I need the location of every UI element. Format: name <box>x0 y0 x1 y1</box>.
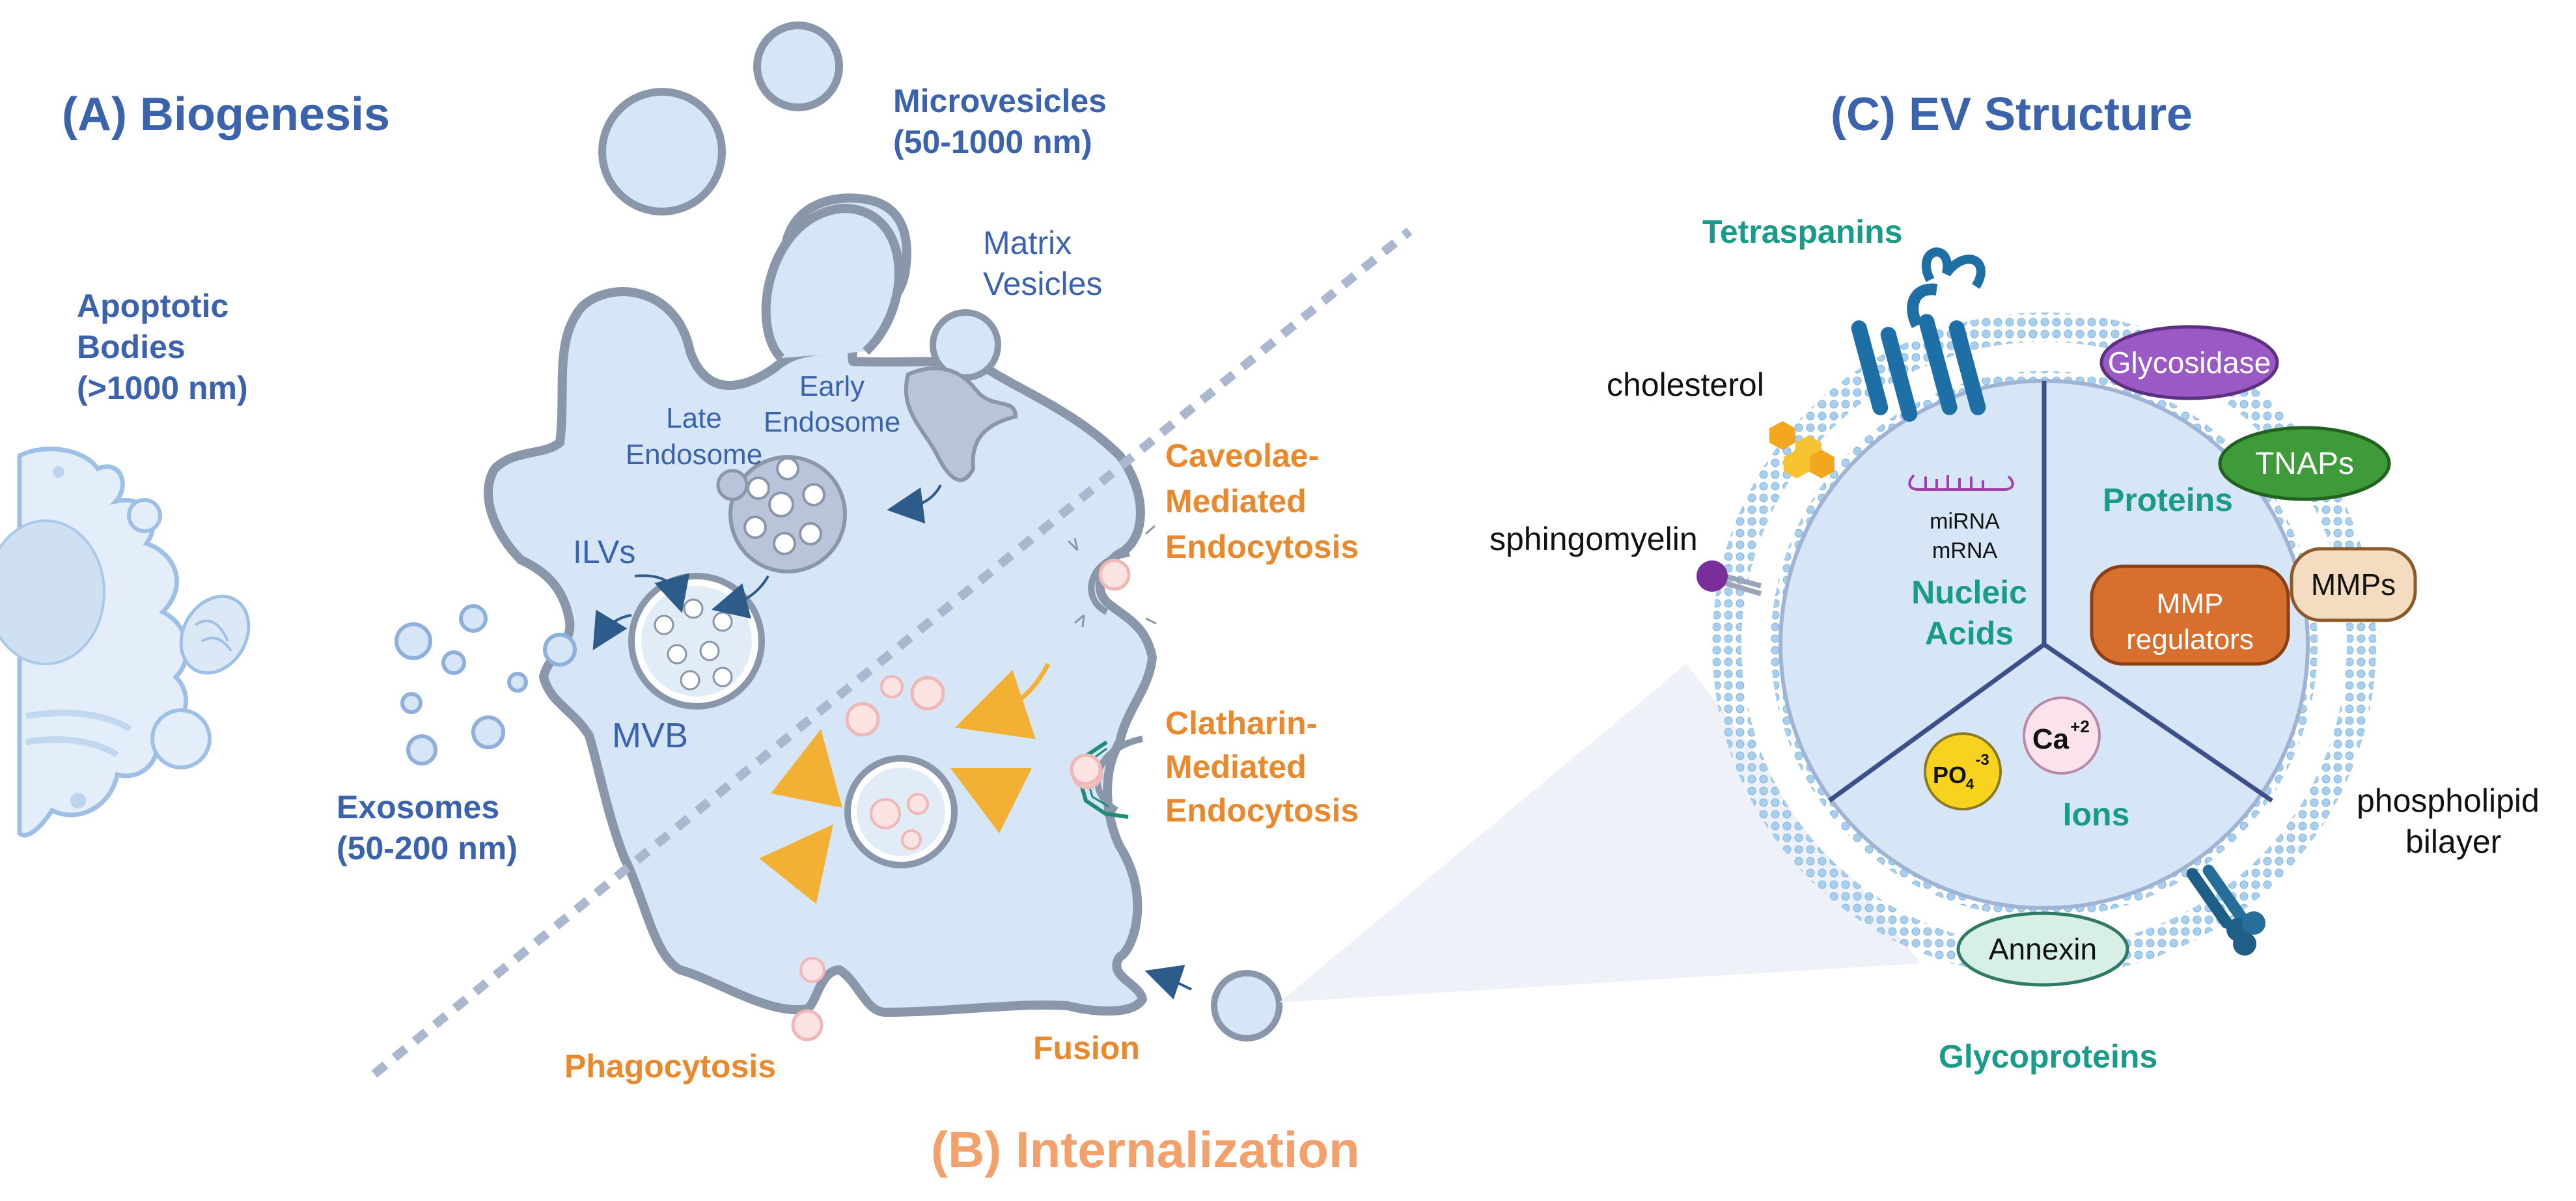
svg-text:4: 4 <box>1966 776 1974 792</box>
golgi-structure <box>904 366 1018 482</box>
svg-text:Late: Late <box>666 402 722 434</box>
tnaps-pill: TNAPs <box>2218 426 2391 501</box>
annexin-pill: Annexin <box>1956 911 2129 987</box>
microvesicles-label: Microvesicles (50-1000 nm) <box>893 83 1107 160</box>
svg-text:Early: Early <box>799 370 865 402</box>
rna-strand <box>1908 474 2014 491</box>
svg-text:Caveolae-: Caveolae- <box>1165 437 1319 474</box>
matrix-vesicles-label: Matrix Vesicles <box>983 225 1102 302</box>
svg-text:+2: +2 <box>2070 717 2090 736</box>
svg-text:Clatharin-: Clatharin- <box>1165 705 1317 741</box>
sphingomyelin-label: sphingomyelin <box>1489 521 1698 557</box>
transmembrane-protein <box>2186 864 2265 956</box>
structure-title: (C) EV Structure <box>1831 89 2193 141</box>
microvesicle-large <box>598 88 726 215</box>
svg-text:Mediated: Mediated <box>1165 483 1307 519</box>
caveolae-vesicle <box>1067 525 1157 628</box>
sphingomyelin-molecule <box>1697 560 1762 596</box>
svg-text:bilayer: bilayer <box>2405 823 2501 860</box>
svg-text:Bodies: Bodies <box>77 329 186 365</box>
svg-text:Vesicles: Vesicles <box>983 266 1102 302</box>
ions-label: Ions <box>2063 796 2130 833</box>
proteins-label: Proteins <box>2103 482 2233 518</box>
svg-text:TNAPs: TNAPs <box>2255 447 2354 481</box>
exosomes <box>395 604 577 766</box>
cholesterol-label: cholesterol <box>1607 366 1764 403</box>
caveolae-label: Caveolae- Mediated Endocytosis <box>1165 437 1359 565</box>
svg-text:Endosome: Endosome <box>764 406 900 438</box>
svg-text:phospholipid: phospholipid <box>2357 782 2540 819</box>
late-endosome-label: Late Endosome <box>626 402 762 471</box>
svg-text:miRNA: miRNA <box>1930 509 2000 534</box>
apoptotic-bodies-label: Apoptotic Bodies (>1000 nm) <box>77 288 248 406</box>
ev-vesicle <box>1712 312 2376 976</box>
svg-text:Mediated: Mediated <box>1165 749 1307 785</box>
apoptotic-cell <box>0 447 251 838</box>
svg-text:(50-1000 nm): (50-1000 nm) <box>893 124 1092 160</box>
phagocytosis-label: Phagocytosis <box>564 1048 776 1084</box>
glycosidase-pill: Glycosidase <box>2099 325 2279 400</box>
svg-text:Nucleic: Nucleic <box>1911 574 2027 611</box>
svg-text:Acids: Acids <box>1925 615 2014 652</box>
fusion-label: Fusion <box>1033 1030 1140 1066</box>
svg-text:Exosomes: Exosomes <box>337 789 499 825</box>
glycoproteins-label: Glycoproteins <box>1939 1038 2157 1075</box>
late-endosome <box>716 455 847 573</box>
multivesicular-body <box>628 573 765 710</box>
svg-text:PO: PO <box>1933 762 1967 788</box>
microvesicle-small <box>753 21 843 111</box>
svg-text:mRNA: mRNA <box>1932 538 1997 563</box>
phospholipid-label: phospholipid bilayer <box>2357 782 2540 860</box>
phosphate-ion: PO 4 -3 <box>1924 732 2002 810</box>
svg-text:Endosome: Endosome <box>626 439 762 471</box>
fusion-vesicle <box>1211 970 1282 1042</box>
mmp-regulators-pill: MMP regulators <box>2090 564 2290 666</box>
exosomes-label: Exosomes (50-200 nm) <box>337 789 518 866</box>
internalized-vesicles <box>791 675 1102 1042</box>
ilvs-label: ILVs <box>573 534 635 570</box>
svg-text:Endocytosis: Endocytosis <box>1165 529 1359 565</box>
svg-text:Apoptotic: Apoptotic <box>77 288 229 324</box>
section-divider <box>371 227 1413 1078</box>
svg-text:Ca: Ca <box>2032 723 2070 755</box>
internalization-title: (B) Internalization <box>931 1121 1360 1178</box>
mmps-pill: MMPs <box>2290 547 2417 622</box>
biogenesis-title: (A) Biogenesis <box>62 89 390 141</box>
svg-text:MMP: MMP <box>2157 588 2224 620</box>
svg-text:Endocytosis: Endocytosis <box>1165 792 1359 829</box>
nucleic-acids-label: Nucleic Acids <box>1911 574 2027 652</box>
svg-text:Glycosidase: Glycosidase <box>2108 346 2271 380</box>
svg-text:(>1000 nm): (>1000 nm) <box>77 370 248 406</box>
svg-text:Matrix: Matrix <box>983 225 1072 261</box>
svg-text:-3: -3 <box>1975 751 1989 769</box>
clathrin-label: Clatharin- Mediated Endocytosis <box>1165 705 1359 829</box>
tetraspanins-label: Tetraspanins <box>1702 214 1903 250</box>
calcium-ion: Ca +2 <box>2023 697 2101 775</box>
tetraspanin-protein <box>1851 247 1986 422</box>
svg-text:MMPs: MMPs <box>2311 568 2396 601</box>
zoom-cone <box>1279 664 1920 1002</box>
main-cell <box>484 193 1157 1017</box>
early-endosome-label: Early Endosome <box>764 370 900 438</box>
svg-text:(50-200 nm): (50-200 nm) <box>337 830 518 866</box>
svg-text:Annexin: Annexin <box>1989 932 2097 966</box>
mvb-label: MVB <box>612 716 688 755</box>
svg-text:regulators: regulators <box>2126 624 2254 656</box>
rna-label: miRNA mRNA <box>1930 509 2000 563</box>
cholesterol-molecule <box>1769 421 1835 478</box>
svg-text:Microvesicles: Microvesicles <box>893 83 1107 119</box>
